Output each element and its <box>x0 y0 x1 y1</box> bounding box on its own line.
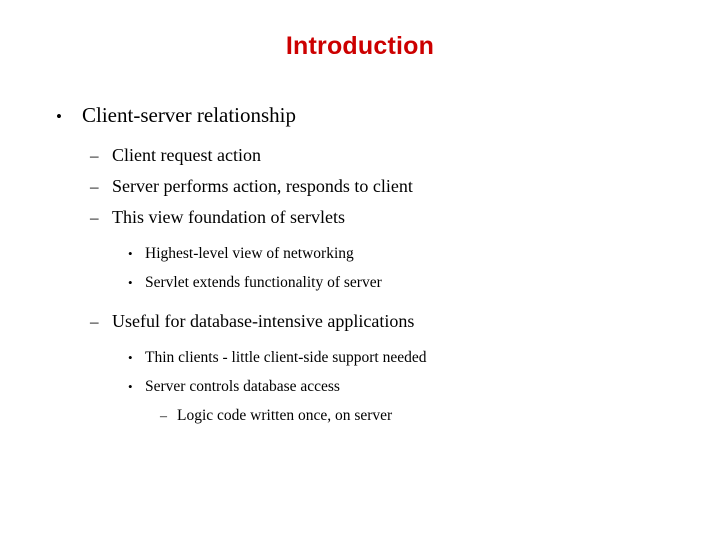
bullet-dash-icon: – <box>90 146 99 165</box>
bullet-round-icon: • <box>128 379 133 394</box>
outline-item-text: Thin clients - little client-side suppor… <box>145 349 427 366</box>
outline-item-level3: • Server controls database access <box>0 372 720 401</box>
bullet-dash-icon: – <box>90 208 99 227</box>
slide-outline-body: • Client-server relationship – Client re… <box>0 100 720 431</box>
slide-title: Introduction <box>285 32 435 60</box>
outline-item-level2: – Client request action <box>0 140 720 171</box>
outline-item-level2: – This view foundation of servlets <box>0 202 720 233</box>
outline-item-text: Server performs action, responds to clie… <box>112 176 413 196</box>
outline-item-text: Client request action <box>112 145 261 165</box>
bullet-dash-icon: – <box>90 312 99 331</box>
outline-item-text: Logic code written once, on server <box>177 407 393 424</box>
outline-item-text: This view foundation of servlets <box>112 207 345 227</box>
outline-item-level3: • Thin clients - little client-side supp… <box>0 343 720 372</box>
bullet-round-icon: • <box>128 246 133 261</box>
outline-item-level3: • Servlet extends functionality of serve… <box>0 268 720 297</box>
outline-item-level4: – Logic code written once, on server <box>0 401 720 431</box>
outline-item-text: Highest-level view of networking <box>145 245 354 262</box>
outline-item-level2: – Useful for database-intensive applicat… <box>0 306 720 337</box>
bullet-dash-icon: – <box>160 409 167 424</box>
outline-item-text: Servlet extends functionality of server <box>145 274 382 291</box>
outline-item-text: Server controls database access <box>145 378 340 395</box>
bullet-dash-icon: – <box>90 177 99 196</box>
outline-item-text: Client-server relationship <box>82 103 297 127</box>
bullet-round-icon: • <box>128 275 133 290</box>
outline-item-level1: • Client-server relationship <box>0 100 720 132</box>
outline-item-text: Useful for database-intensive applicatio… <box>112 311 415 331</box>
bullet-round-icon: • <box>128 350 133 365</box>
bullet-round-icon: • <box>56 107 62 126</box>
outline-item-level3: • Highest-level view of networking <box>0 239 720 268</box>
outline-item-level2: – Server performs action, responds to cl… <box>0 171 720 202</box>
